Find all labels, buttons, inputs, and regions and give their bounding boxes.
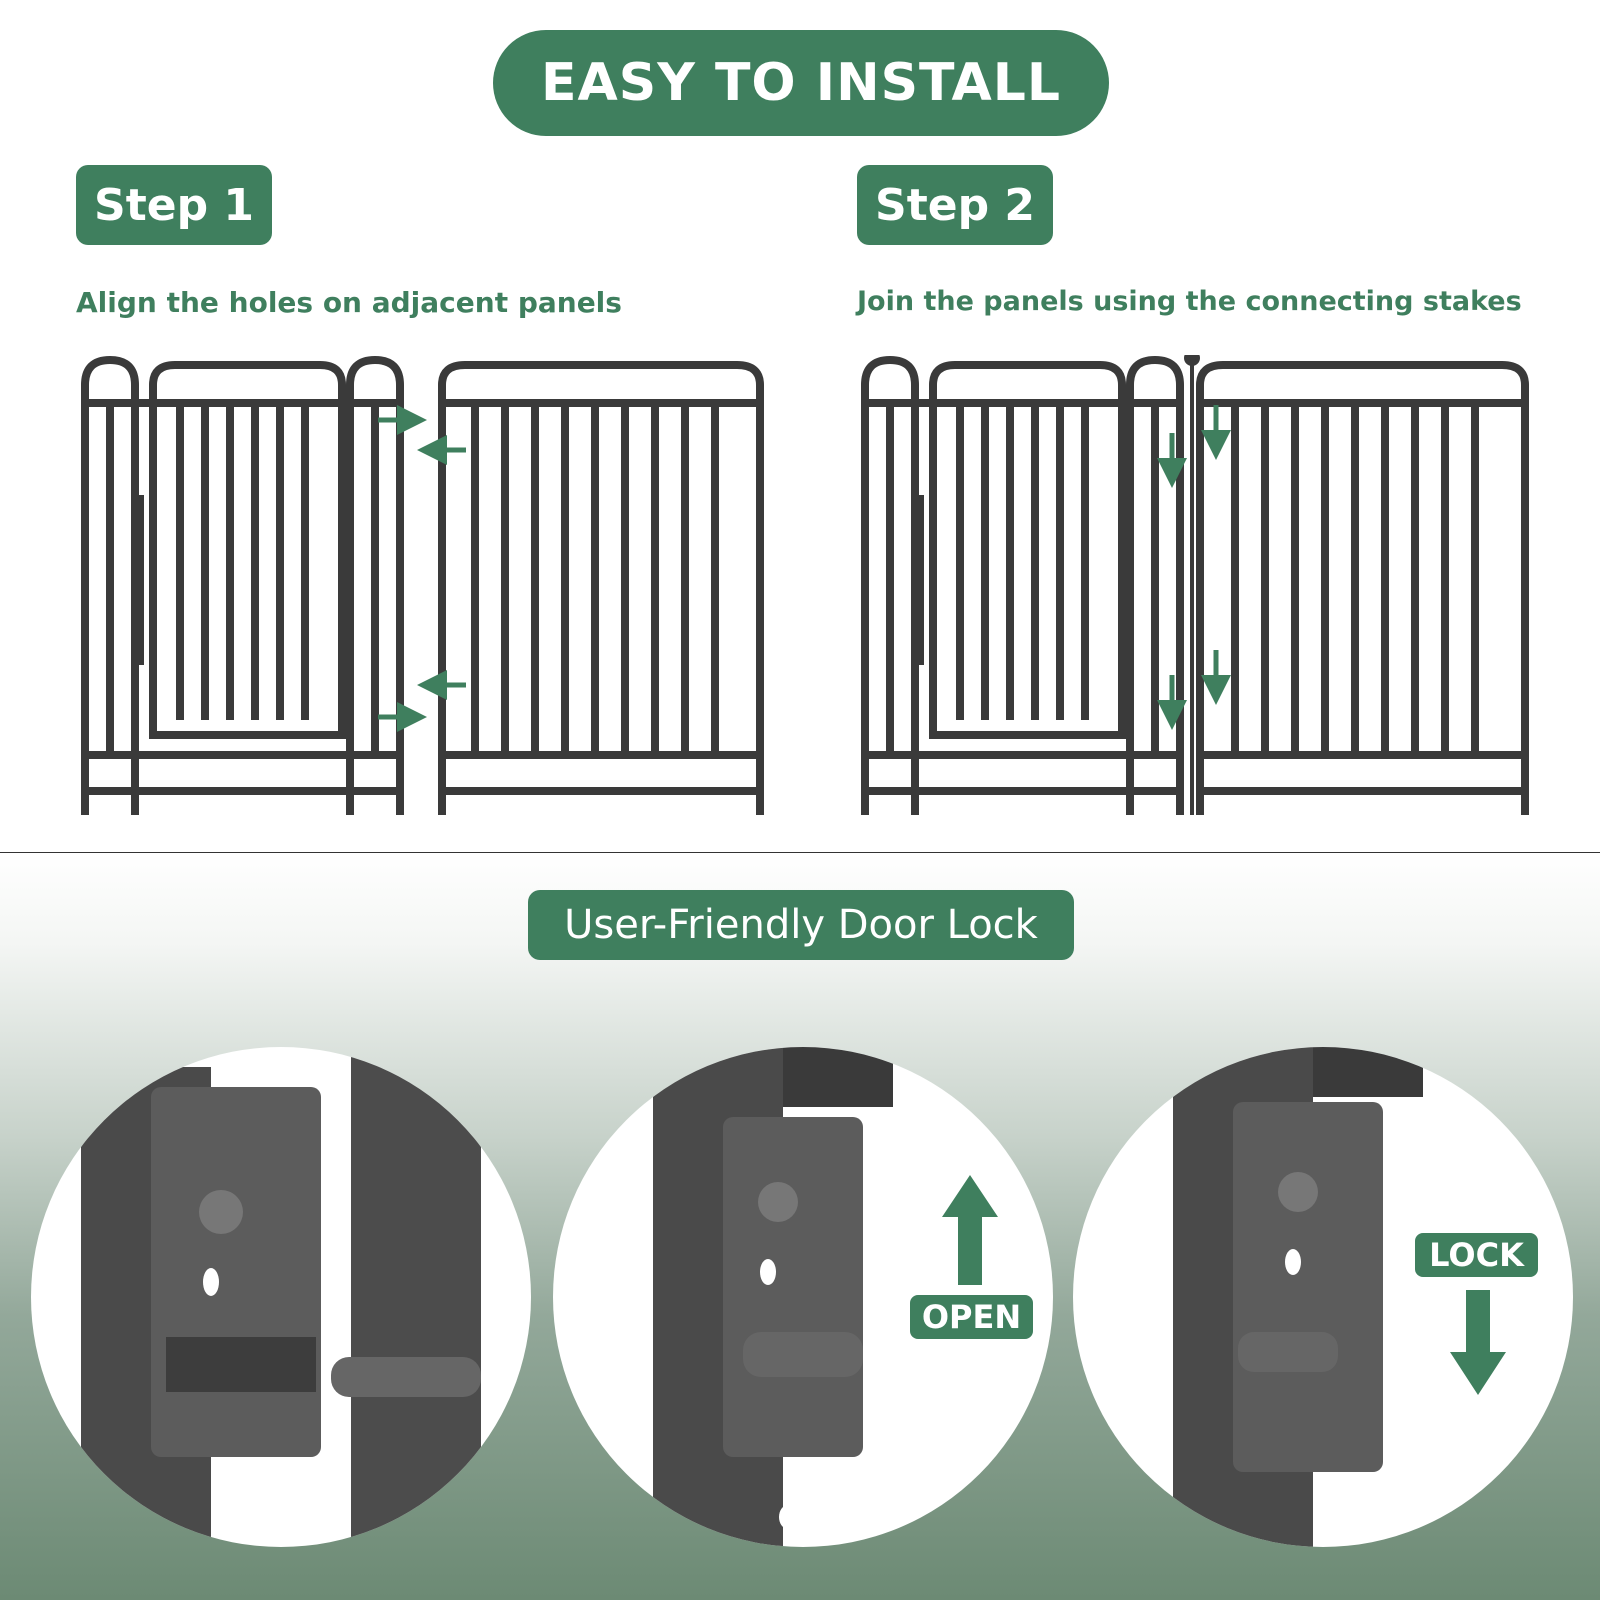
step-1-instruction: Align the holes on adjacent panels [76,286,622,319]
step-2-down-arrows [1157,405,1231,730]
latch-closeup-1 [31,1047,531,1547]
open-label: OPEN [910,1295,1033,1339]
fence-illustrations [81,355,1529,815]
arrow-up-icon [942,1175,998,1285]
step-2-instruction: Join the panels using the connecting sta… [857,286,1522,317]
step-2-badge: Step 2 [857,165,1053,245]
arrow-down-icon [1450,1290,1506,1395]
step-1-plain-panel [438,361,764,815]
connecting-stake [1184,355,1200,815]
section-divider [0,852,1600,853]
lock-label: LOCK [1415,1233,1538,1277]
lock-section-title: User-Friendly Door Lock [528,890,1074,960]
step-1-door-panel [81,355,404,815]
latch-open-closeup [553,1047,1053,1547]
latch-lock-closeup [1073,1047,1573,1547]
main-title: EASY TO INSTALL [493,30,1109,136]
step-1-align-arrows [378,405,466,732]
step-1-badge: Step 1 [76,165,272,245]
step-2-plain-panel [1196,361,1529,815]
step-2-door-panel [861,355,1184,815]
